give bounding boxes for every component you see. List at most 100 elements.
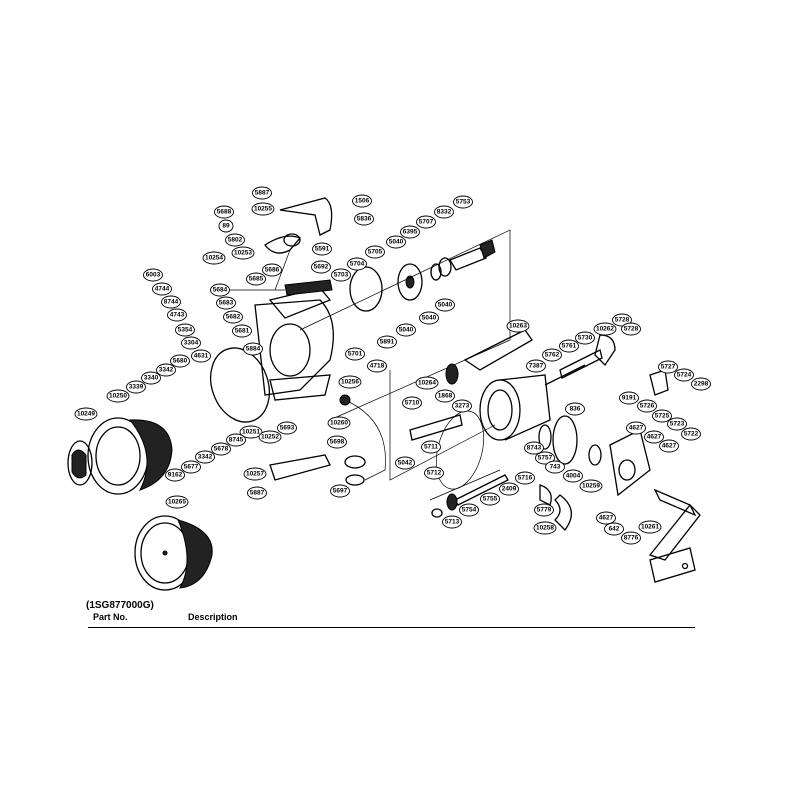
callout-oval — [181, 460, 201, 474]
callout-oval — [214, 205, 234, 219]
part-number: 4631 — [194, 353, 209, 360]
part-callout-10256: 10256 — [338, 375, 362, 389]
part-callout-5710: 5710 — [402, 396, 422, 410]
part-callout-5042: 5042 — [395, 456, 415, 470]
part-callout-8332: 8332 — [434, 205, 454, 219]
part-number: 5727 — [661, 364, 676, 371]
part-callout-7387: 7387 — [526, 359, 546, 373]
part-number: 5802 — [228, 237, 243, 244]
callout-oval — [453, 195, 473, 209]
callout-oval — [251, 202, 275, 216]
callout-oval — [345, 347, 365, 361]
callout-oval — [216, 296, 236, 310]
part-callout-5040: 5040 — [386, 235, 406, 249]
part-callout-5705: 5705 — [365, 245, 385, 259]
part-callout-4627: 4627 — [644, 430, 664, 444]
callout-oval — [659, 439, 679, 453]
callout-oval — [579, 479, 603, 493]
part-callout-10263: 10263 — [506, 319, 530, 333]
part-callout-3342: 3342 — [195, 450, 215, 464]
part-number: 5713 — [445, 519, 460, 526]
part-number: 5755 — [483, 496, 498, 503]
callout-oval — [191, 349, 211, 363]
part-callout-4718: 4718 — [367, 359, 387, 373]
part-number: 5684 — [213, 287, 228, 294]
part-callout-8743: 8743 — [524, 441, 544, 455]
part-number: 5697 — [333, 488, 348, 495]
callout-oval — [421, 440, 441, 454]
part-number: 5887 — [250, 490, 265, 497]
part-callout-642: 642 — [604, 522, 624, 536]
callout-oval — [365, 245, 385, 259]
part-number: 5726 — [640, 403, 655, 410]
part-callout-5728: 5728 — [612, 313, 632, 327]
part-number: 5724 — [677, 372, 692, 379]
part-number: 10255 — [254, 206, 272, 213]
callout-oval — [126, 380, 146, 394]
callout-oval — [246, 272, 266, 286]
part-number: 4718 — [370, 363, 385, 370]
part-number: 5040 — [422, 315, 437, 322]
part-number: 836 — [570, 406, 581, 413]
callout-oval — [626, 421, 646, 435]
part-callout-10254: 10254 — [202, 251, 226, 265]
part-callout-5753: 5753 — [453, 195, 473, 209]
callout-oval — [559, 339, 579, 353]
callout-oval — [542, 348, 562, 362]
callout-oval — [596, 511, 616, 525]
part-callout-4004: 4004 — [563, 469, 583, 483]
part-callout-10265: 10265 — [165, 495, 189, 509]
callout-oval — [442, 515, 462, 529]
part-callout-10259: 10259 — [579, 479, 603, 493]
part-callout-5713: 5713 — [442, 515, 462, 529]
part-number: 5040 — [438, 302, 453, 309]
callout-oval — [226, 433, 246, 447]
part-callout-5354: 5354 — [175, 323, 195, 337]
part-number: 5686 — [265, 267, 280, 274]
part-number: 5753 — [456, 199, 471, 206]
part-number: 4627 — [599, 515, 614, 522]
callout-oval — [400, 225, 420, 239]
part-number: 5722 — [684, 431, 699, 438]
part-number: 5685 — [249, 276, 264, 283]
part-callout-5726: 5726 — [637, 399, 657, 413]
part-callout-8745: 8745 — [226, 433, 246, 447]
part-number: 10253 — [234, 250, 252, 257]
callout-oval — [167, 308, 187, 322]
callout-oval — [515, 471, 535, 485]
callout-oval — [396, 323, 416, 337]
part-number: 4743 — [170, 312, 185, 319]
part-callout-2409: 2409 — [499, 482, 519, 496]
part-number: 1506 — [355, 198, 370, 205]
part-callout-5757: 5757 — [535, 451, 555, 465]
callout-oval — [524, 441, 544, 455]
part-callout-5681: 5681 — [232, 324, 252, 338]
callout-oval — [621, 531, 641, 545]
part-callout-10257: 10257 — [243, 467, 267, 481]
part-number: 8776 — [624, 535, 639, 542]
part-number: 8745 — [229, 437, 244, 444]
part-number: 4627 — [629, 425, 644, 432]
part-number: 5678 — [214, 446, 229, 453]
part-callout-5724: 5724 — [674, 368, 694, 382]
part-callout-8744: 8744 — [161, 295, 181, 309]
callout-oval — [161, 295, 181, 309]
part-number: 5692 — [314, 264, 329, 271]
part-number: 5354 — [178, 327, 193, 334]
callout-oval — [152, 282, 172, 296]
callout-oval — [338, 375, 362, 389]
callout-oval — [377, 335, 397, 349]
part-number: 3342 — [159, 367, 174, 374]
callout-oval — [621, 322, 641, 336]
callout-oval — [424, 466, 444, 480]
callout-oval — [619, 391, 639, 405]
part-callout-5697: 5697 — [330, 484, 350, 498]
part-number: 10265 — [168, 499, 186, 506]
part-callout-3339: 3339 — [126, 380, 146, 394]
callout-oval — [181, 336, 201, 350]
part-callout-5688: 5688 — [214, 205, 234, 219]
part-number: 3342 — [198, 454, 213, 461]
part-number: 5723 — [670, 421, 685, 428]
part-callout-5701: 5701 — [345, 347, 365, 361]
model-code: (1SG877000G) — [86, 600, 154, 611]
